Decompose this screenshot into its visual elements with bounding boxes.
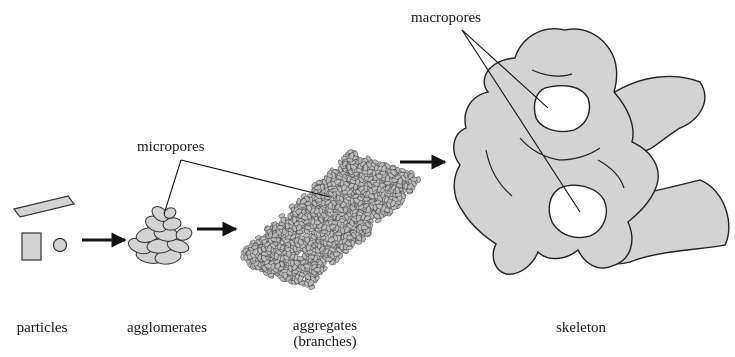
aggregate-branches (239, 147, 421, 293)
particles-group (14, 196, 74, 260)
skeleton-lower-hole (549, 185, 606, 237)
flat-particle (14, 196, 74, 217)
particles-label: particles (17, 320, 68, 337)
agglomerate-cluster (126, 204, 193, 266)
skeleton-structure (454, 29, 729, 274)
micropores-pointer-1 (164, 160, 181, 214)
round-particle (54, 239, 67, 252)
aggregates-label: aggregates (293, 318, 357, 335)
micropores-pointer-2 (181, 160, 330, 197)
skeleton-label: skeleton (556, 320, 606, 337)
agglomerates-label: agglomerates (127, 320, 207, 337)
macropores-label: macropores (411, 10, 481, 27)
micropores-label: micropores (137, 139, 204, 156)
rectangular-particle (22, 233, 41, 260)
branches-label: (branches) (293, 334, 356, 351)
skeleton-upper-hole (534, 86, 589, 132)
